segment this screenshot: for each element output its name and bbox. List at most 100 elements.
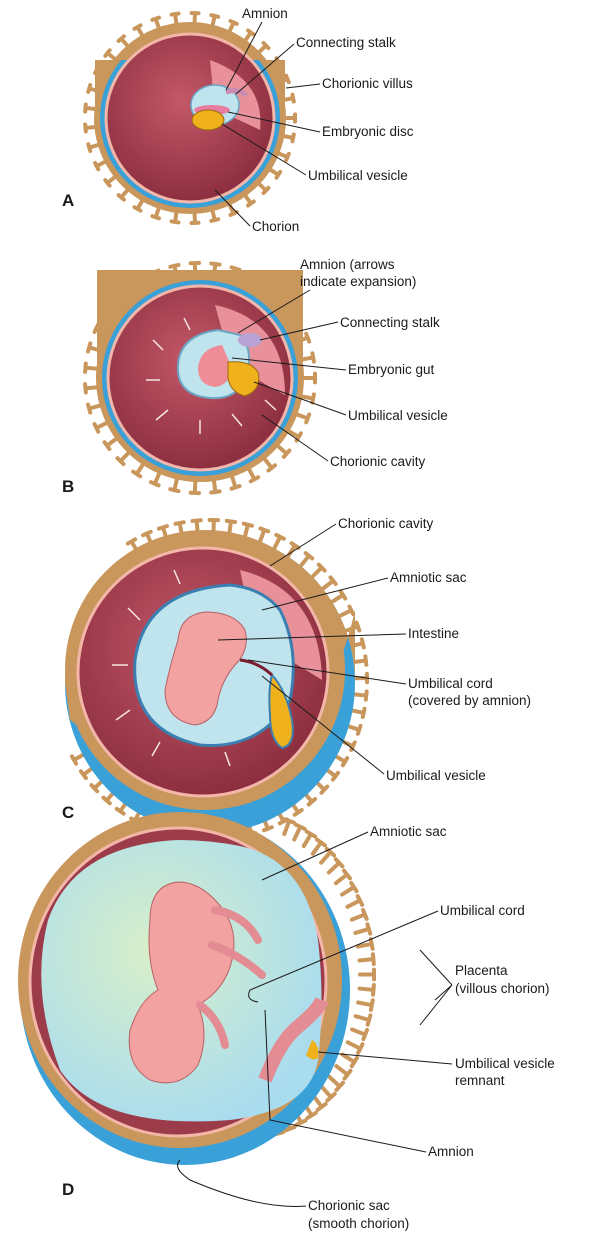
- label-a-embryonic-disc: Embryonic disc: [322, 124, 414, 139]
- label-d-vesicle-remnant-1: Umbilical vesicle: [455, 1056, 555, 1071]
- label-c-umbilical-cord-1: Umbilical cord: [408, 676, 493, 691]
- panel-b-connecting-stalk: [238, 333, 262, 347]
- panel-a-villus: [211, 210, 218, 221]
- panel-c-villus: [333, 591, 345, 601]
- panel-d-villus: [329, 859, 343, 872]
- panel-letter-c: C: [62, 803, 74, 822]
- label-a-connecting-stalk: Connecting stalk: [296, 35, 396, 50]
- panel-c-villus: [341, 607, 354, 616]
- panel-d-villus: [360, 970, 374, 980]
- panel-b-villus: [85, 384, 97, 392]
- label-a-umbilical-vesicle: Umbilical vesicle: [308, 168, 408, 183]
- panel-b-villus: [264, 459, 275, 471]
- leader-d-chorionic-sac: [178, 1160, 306, 1206]
- label-d-vesicle-remnant-2: remnant: [455, 1073, 505, 1088]
- panel-letter-d: D: [62, 1180, 74, 1199]
- leader-c-cavity: [270, 524, 336, 566]
- panel-a-villus: [134, 25, 142, 35]
- panel-b: [85, 263, 315, 493]
- panel-d-villus: [284, 819, 293, 834]
- panel-b-villus: [278, 446, 290, 457]
- label-b-amnion-2: indicate expansion): [300, 274, 416, 289]
- panel-a-villus: [259, 184, 269, 193]
- panel-c-villus: [335, 756, 347, 766]
- label-c-umbilical-cord-2: (covered by amnion): [408, 693, 531, 708]
- panel-d-villus: [355, 924, 370, 933]
- panel-b-villus: [95, 423, 108, 432]
- panel-c-villus: [227, 521, 235, 533]
- panel-b-villus: [151, 473, 160, 486]
- panel-a-villus: [285, 115, 295, 122]
- panel-b-villus: [170, 478, 178, 491]
- panel-a-villus: [211, 15, 218, 26]
- panel-a-villus: [172, 212, 179, 222]
- panel-a-villus: [172, 14, 179, 24]
- panel-b-villus: [117, 452, 128, 464]
- panel-a-villus: [192, 213, 199, 223]
- panel-a-villus: [88, 144, 99, 151]
- panel-a-villus: [105, 50, 115, 59]
- label-b-umbilical-vesicle: Umbilical vesicle: [348, 408, 448, 423]
- label-c-intestine: Intestine: [408, 626, 459, 641]
- panel-b-villus: [249, 469, 258, 482]
- panel-b-villus: [211, 480, 219, 492]
- panel-d-villus: [313, 840, 325, 854]
- panel-b-villus: [133, 464, 143, 476]
- panel-b-villus: [296, 414, 309, 422]
- panel-b-villus: [88, 405, 101, 413]
- label-d-chorionic-sac-1: Chorionic sac: [308, 1198, 390, 1213]
- panel-a: [85, 13, 295, 223]
- panel-d-villus: [356, 1015, 371, 1024]
- panel-d: [18, 812, 374, 1165]
- panel-c-villus: [348, 726, 361, 734]
- panel-d-villus: [360, 985, 374, 995]
- panel-a-villus: [134, 200, 142, 210]
- panel-b-villus: [232, 476, 240, 489]
- panel-d-villus: [322, 1087, 335, 1101]
- panel-d-villus: [348, 1042, 363, 1053]
- panel-c-villus: [275, 535, 284, 548]
- panel-a-villus: [152, 18, 159, 29]
- panel-b-villus: [303, 374, 315, 382]
- panel-a-villus: [105, 177, 115, 186]
- panel-a-umbilical-vesicle: [192, 110, 224, 130]
- panel-d-villus: [342, 1055, 356, 1067]
- panel-c-villus: [313, 565, 324, 576]
- panel-a-villus: [85, 105, 95, 112]
- panel-d-villus: [294, 825, 304, 840]
- panel-c-villus: [244, 524, 252, 537]
- panel-a-villus: [283, 134, 293, 141]
- panel-d-villus: [329, 1077, 343, 1090]
- panel-a-villus: [259, 43, 269, 52]
- label-d-chorionic-sac-2: (smooth chorion): [308, 1216, 409, 1231]
- panel-b-villus: [85, 364, 97, 372]
- label-d-placenta-2: (villous chorion): [455, 981, 550, 996]
- panel-c: [65, 520, 367, 840]
- label-d-amniotic-sac: Amniotic sac: [370, 824, 447, 839]
- panel-d-villus: [358, 1000, 373, 1010]
- panel-c-villus: [324, 577, 336, 588]
- panel-d-villus: [313, 1096, 325, 1110]
- panel-letter-b: B: [62, 477, 74, 496]
- panel-d-villus: [321, 849, 334, 863]
- leader-a-villus: [286, 84, 320, 88]
- label-a-amnion: Amnion: [242, 6, 288, 21]
- label-b-amnion-1: Amnion (arrows: [300, 257, 395, 272]
- panel-b-villus: [288, 431, 300, 441]
- panel-a-villus: [229, 21, 236, 32]
- panel-c-villus: [354, 656, 366, 664]
- label-a-chorion: Chorion: [252, 219, 299, 234]
- panel-a-villus: [270, 169, 280, 177]
- panel-c-villus: [260, 528, 268, 541]
- panel-a-villus: [119, 190, 128, 200]
- panel-c-villus: [72, 754, 84, 764]
- panel-a-villus: [152, 208, 159, 219]
- panel-d-villus: [336, 1066, 350, 1078]
- panel-d-villus: [352, 910, 367, 920]
- panel-c-villus: [352, 709, 365, 717]
- panel-c-villus: [81, 768, 93, 778]
- panel-a-villus: [119, 36, 128, 46]
- label-c-umbilical-vesicle: Umbilical vesicle: [386, 768, 486, 783]
- panel-a-villus: [85, 124, 95, 131]
